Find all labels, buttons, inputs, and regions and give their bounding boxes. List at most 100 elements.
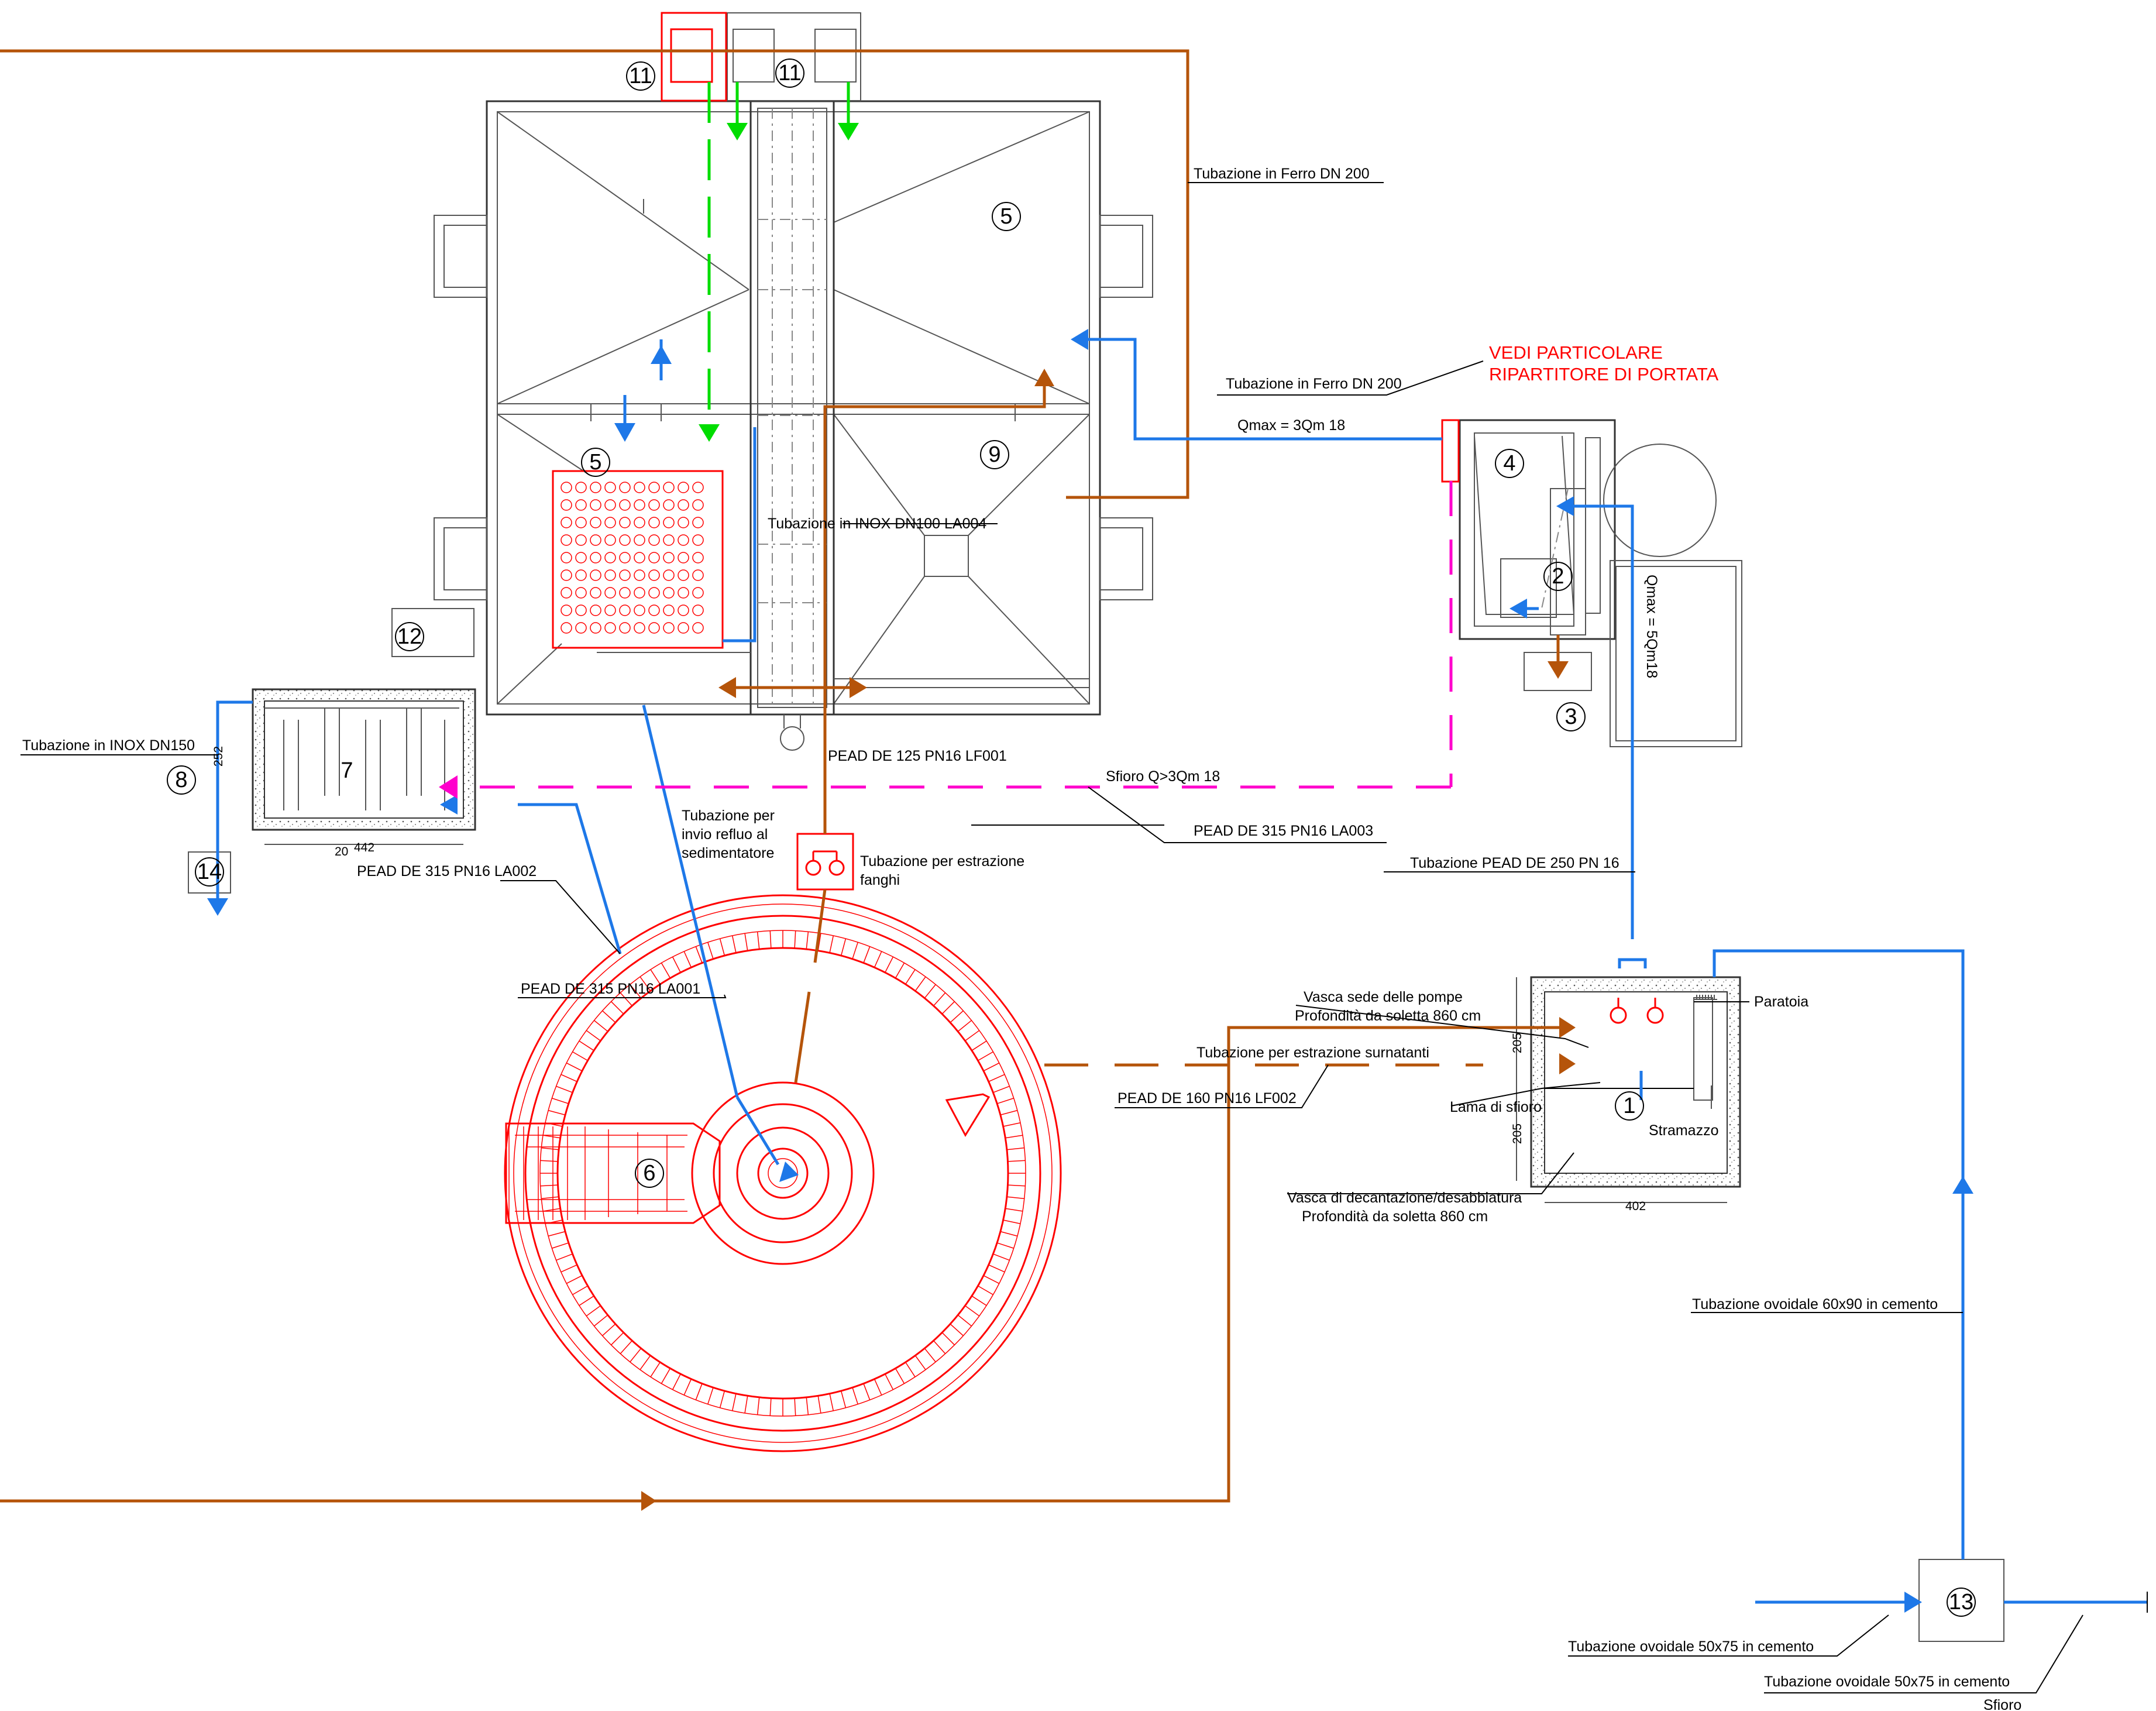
- diffuser-icon: [590, 534, 601, 546]
- label-vasca-decant-1: Vasca di decantazione/desabbiatura: [1287, 1190, 1522, 1206]
- label-pead-160: PEAD DE 160 PN16 LF002: [1117, 1090, 1297, 1107]
- label-pead-315-la001: PEAD DE 315 PN16 LA001: [521, 981, 700, 997]
- clarifier-weir-tooth: [895, 963, 905, 978]
- marker-5-upper: 5: [992, 202, 1021, 231]
- marker-2: 2: [1543, 562, 1573, 591]
- diffuser-grid: [552, 470, 724, 649]
- clarifier-weir-tooth: [695, 946, 703, 963]
- clarifier-weir-tooth: [840, 938, 847, 956]
- diffuser-icon: [692, 534, 704, 546]
- clarifier-weir-tooth: [548, 1231, 566, 1237]
- flow-distributor: [1459, 419, 1742, 747]
- label-pead-125: PEAD DE 125 PN16 LF001: [828, 748, 1007, 764]
- clarifier-weir-tooth: [1000, 1109, 1018, 1116]
- clarifier-weir-tooth: [1005, 1208, 1023, 1212]
- clarifier-weir-tooth: [1006, 1196, 1024, 1200]
- diffuser-icon: [561, 569, 572, 581]
- diffuser-icon: [590, 517, 601, 528]
- clarifier-weir-tooth: [852, 942, 858, 960]
- diffuser-icon: [692, 569, 704, 581]
- label-vasca-pompe-2: Profondità da soletta 860 cm: [1295, 1008, 1481, 1024]
- diffuser-icon: [634, 534, 645, 546]
- clarifier-weir-tooth: [895, 1368, 905, 1384]
- diffuser-icon: [604, 482, 616, 493]
- clarifier-weir-tooth: [731, 1393, 737, 1411]
- label-qmax-5qm: Qmax = 5Qm18: [1643, 575, 1660, 678]
- clarifier-weir-tooth: [707, 1387, 714, 1404]
- diffuser-icon: [604, 587, 616, 599]
- clarifier-weir-tooth: [933, 992, 946, 1006]
- label-paratoia: Paratoia: [1754, 994, 1808, 1010]
- clarifier-weir-tooth: [639, 976, 651, 991]
- clarifier-weir-tooth: [914, 1355, 926, 1370]
- marker-12: 12: [395, 622, 424, 651]
- diffuser-icon: [692, 499, 704, 511]
- clarifier-weir-tooth: [744, 1396, 748, 1414]
- diffuser-icon: [561, 552, 572, 564]
- diffuser-icon: [604, 499, 616, 511]
- diffuser-icon: [561, 517, 572, 528]
- label-ovoidale-50x75-a: Tubazione ovoidale 50x75 in cemento: [1568, 1638, 1814, 1655]
- marker-8: 8: [167, 765, 196, 795]
- label-ovoidale-50x75-b: Tubazione ovoidale 50x75 in cemento: [1764, 1674, 2010, 1690]
- svg-text:13: 13: [1949, 1590, 1973, 1614]
- svg-text:14: 14: [197, 860, 222, 884]
- clarifier-weir-tooth: [1005, 1135, 1023, 1139]
- leader-lines: [20, 182, 2083, 1693]
- diffuser-icon: [575, 622, 587, 634]
- clarifier-weir-tooth: [661, 1368, 671, 1384]
- disinfection-tank: [217, 688, 476, 845]
- clarifier-weir-tooth: [988, 1074, 1005, 1083]
- diffuser-icon: [648, 517, 660, 528]
- pump-icons: [796, 833, 1664, 1024]
- label-pead-315-la002: PEAD DE 315 PN16 LA002: [357, 863, 537, 879]
- clarifier-weir-tooth: [1007, 1160, 1026, 1162]
- marker-13: 13: [1947, 1588, 1976, 1617]
- diffuser-icon: [692, 622, 704, 634]
- diffuser-icon: [590, 569, 601, 581]
- blower-housings: [661, 12, 861, 102]
- clarifier-weir-tooth: [863, 946, 871, 963]
- distributor-highlight: [1441, 419, 1460, 483]
- dim-442: 442: [354, 841, 374, 854]
- clarifier-weir-tooth: [769, 1398, 772, 1416]
- diffuser-icon: [590, 552, 601, 564]
- svg-text:2: 2: [1552, 564, 1564, 589]
- diffuser-icon: [648, 604, 660, 616]
- clarifier-weir-tooth: [541, 1147, 559, 1150]
- label-invio-refluo-2: invio refluo al: [682, 826, 768, 843]
- clarifier-weir-tooth: [630, 984, 642, 999]
- clarifier-weir-tooth: [971, 1296, 987, 1306]
- dim-402: 402: [1625, 1200, 1646, 1213]
- diffuser-icon: [575, 604, 587, 616]
- clarifier-weir-tooth: [840, 1390, 847, 1408]
- diffuser-icon: [619, 587, 631, 599]
- clarifier-weir-tooth: [941, 1001, 955, 1015]
- diffuser-icon: [604, 604, 616, 616]
- clarifier-weir-tooth: [744, 933, 748, 951]
- clarifier-weir-tooth: [541, 1196, 559, 1200]
- diffuser-icon: [648, 552, 660, 564]
- diffuser-icon: [619, 517, 631, 528]
- diffuser-icon: [678, 534, 689, 546]
- diffuser-icon: [634, 499, 645, 511]
- diffuser-icon: [678, 482, 689, 493]
- clarifier-weir-tooth: [983, 1062, 1000, 1071]
- clarifier-weir-tooth: [611, 1332, 624, 1345]
- clarifier-weir-tooth: [611, 1001, 624, 1015]
- clarifier-weir-tooth: [983, 1275, 1000, 1284]
- clarifier-weir-tooth: [1003, 1219, 1021, 1225]
- clarifier-weir-tooth: [806, 932, 809, 950]
- clarifier-weir-tooth: [941, 1332, 955, 1345]
- diffuser-icon: [590, 622, 601, 634]
- primary-tank: [434, 100, 1153, 751]
- marker-5-lower: 5: [581, 448, 610, 477]
- clarifier-weir-tooth: [540, 1160, 558, 1162]
- label-invio-refluo-1: Tubazione per: [682, 808, 775, 824]
- diffuser-icon: [575, 499, 587, 511]
- diffuser-icon: [663, 622, 675, 634]
- clarifier-weir-tooth: [988, 1264, 1005, 1273]
- diffuser-icon: [575, 569, 587, 581]
- diffuser-icon: [619, 622, 631, 634]
- diffuser-icon: [692, 587, 704, 599]
